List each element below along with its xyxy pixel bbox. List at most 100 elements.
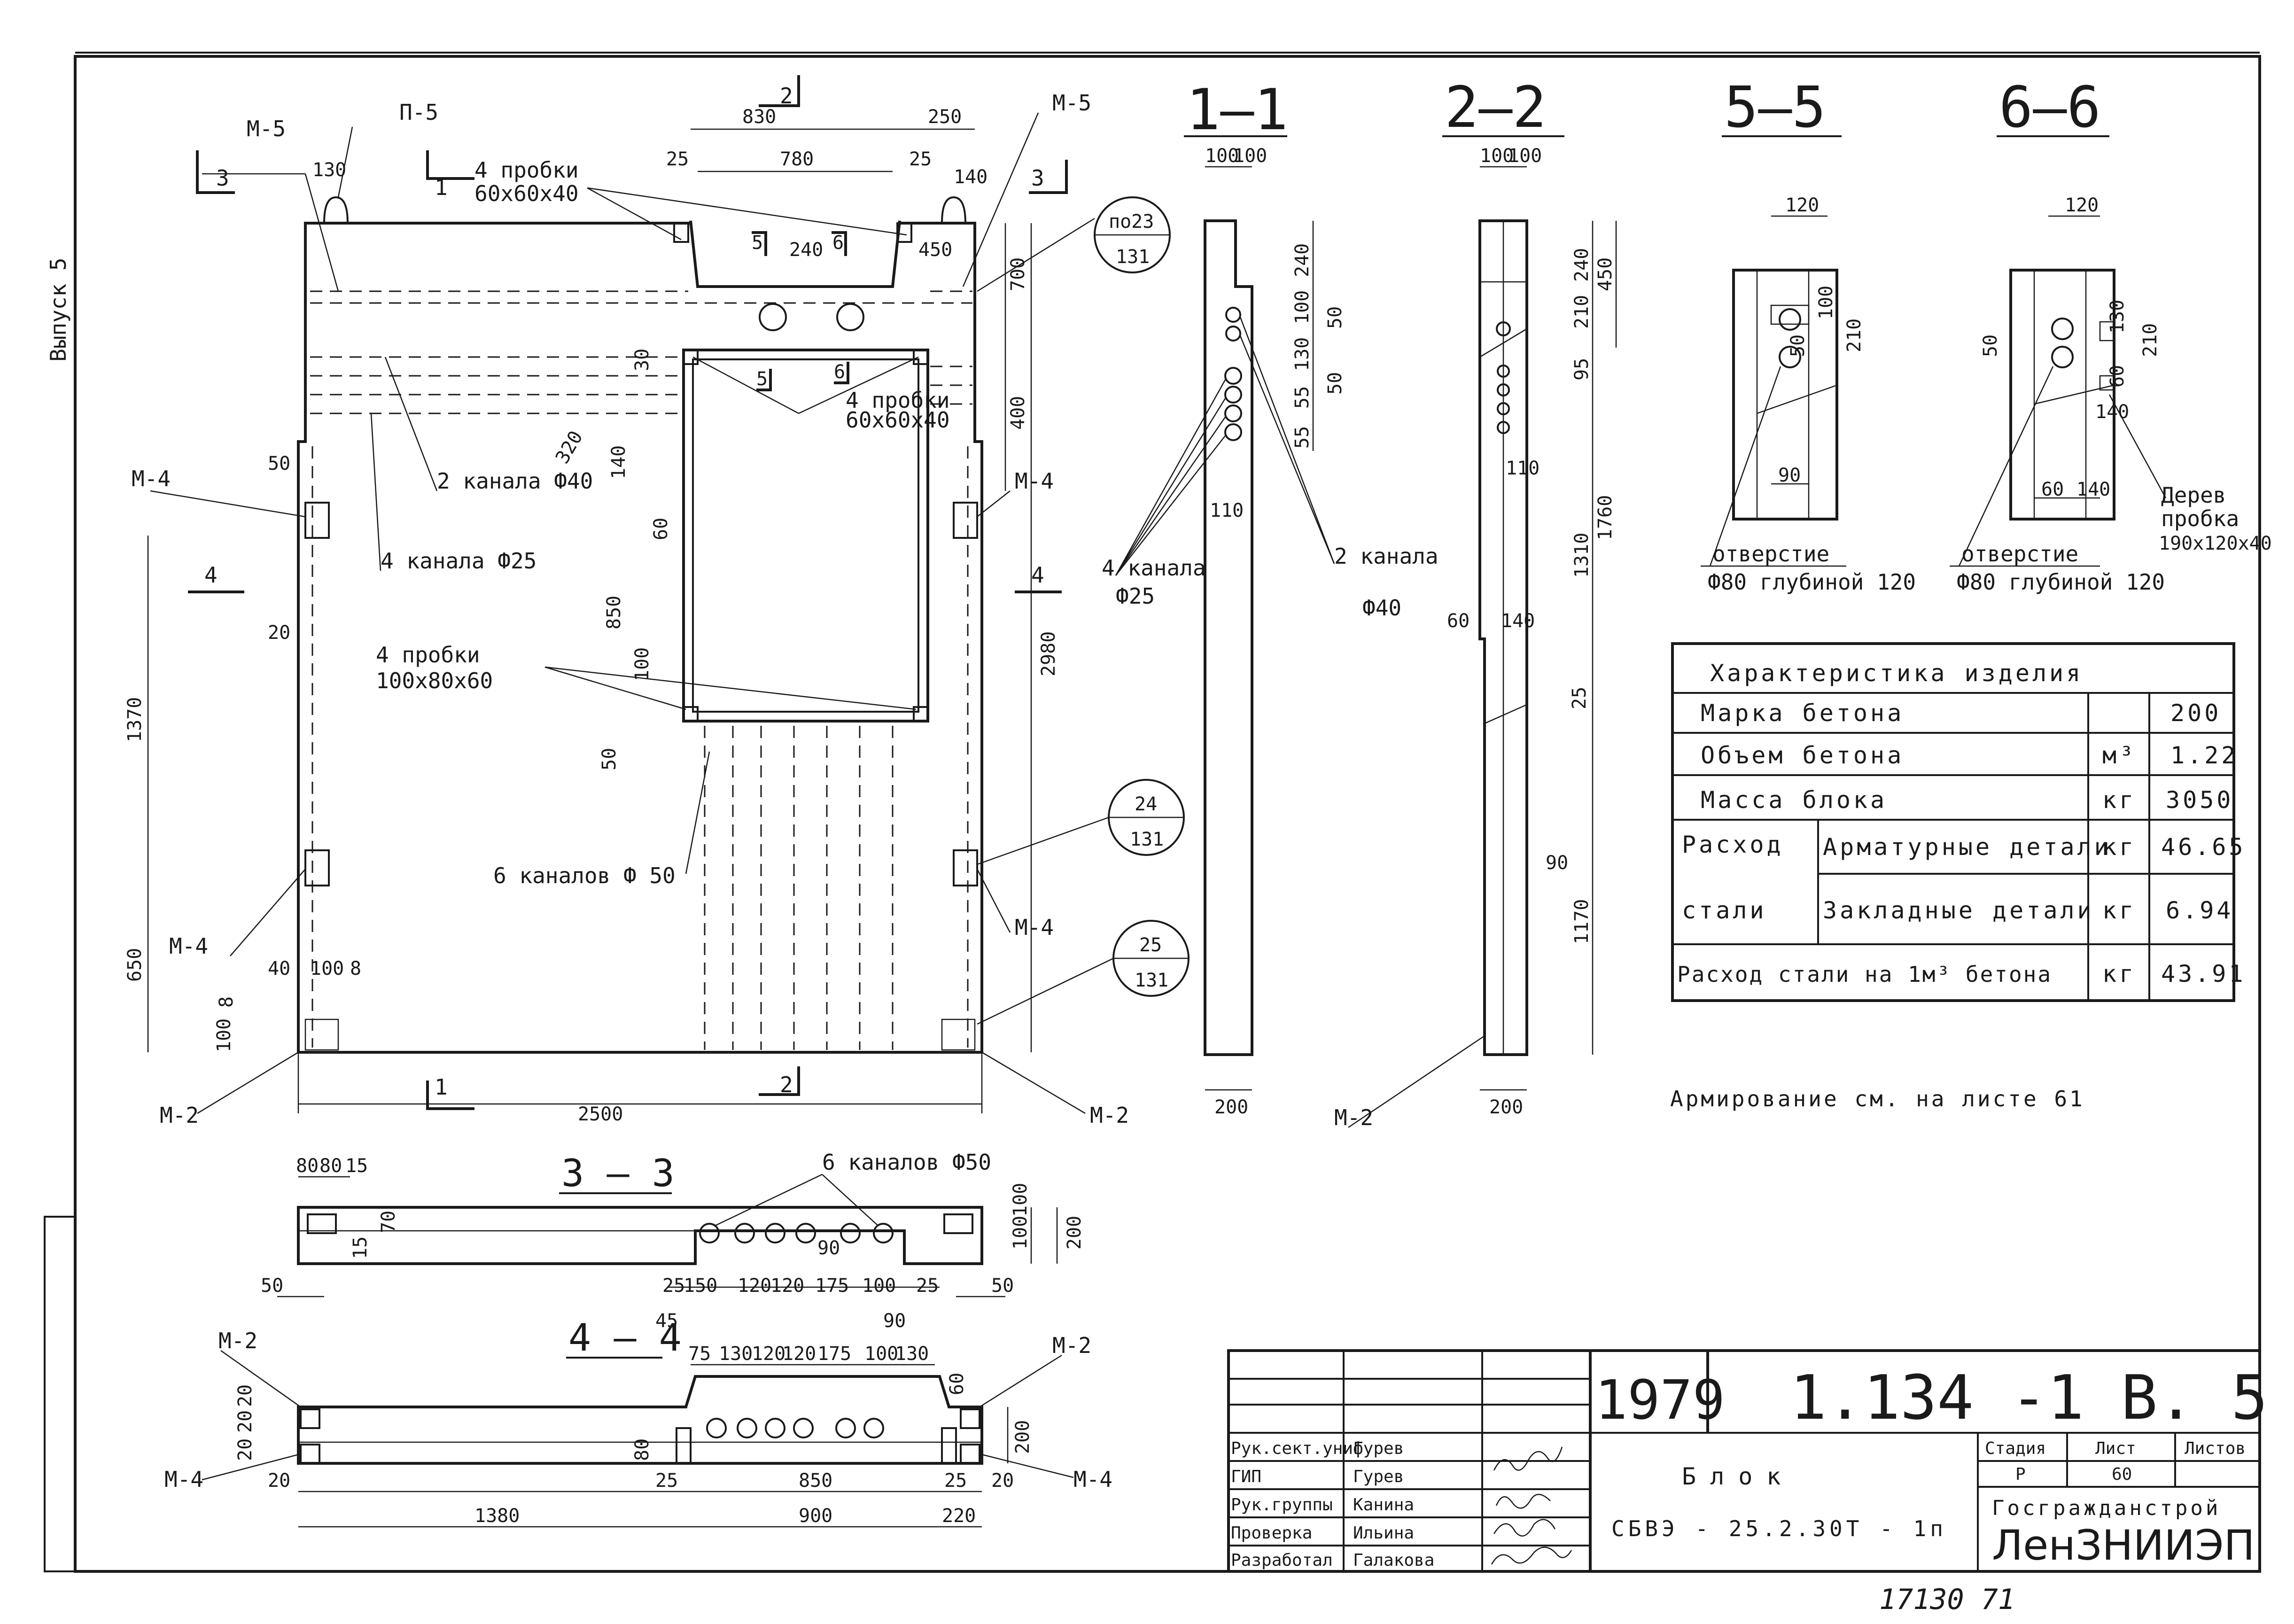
- char-steel1-value: 6.94: [2166, 897, 2233, 924]
- label-plugs-low-size: 100х80х60: [376, 668, 493, 693]
- label-plugs-low: 4 пробки: [376, 642, 480, 668]
- elev-dim-8a: 8: [350, 958, 361, 979]
- characteristics-table: Характеристика изделия Марка бетона 200 …: [1671, 642, 2246, 1002]
- p33-dim-50b: 50: [991, 1275, 1014, 1297]
- s22-dim-25: 25: [1569, 687, 1590, 709]
- elev-dim-650: 650: [124, 948, 146, 982]
- p33-dim-50a: 50: [261, 1275, 283, 1297]
- label-m2-right: М-2: [1090, 1103, 1129, 1128]
- elev-dim-100: 100: [213, 1018, 235, 1052]
- s22-dim-95: 95: [1571, 358, 1593, 381]
- label-ch-40: 2 канала Ф40: [437, 468, 593, 494]
- elev-dim-2500: 2500: [578, 1103, 623, 1125]
- s66-plug1: Дерев: [2161, 482, 2226, 508]
- p33-dim-120b: 120: [770, 1275, 804, 1297]
- p33-dim-100a: 100: [862, 1275, 896, 1297]
- p33-dim-80a: 80: [296, 1155, 319, 1177]
- stamp-name-2: Канина: [1353, 1495, 1414, 1515]
- s66-plug3: 190х120х40: [2159, 533, 2272, 554]
- p44-dim-20b: 20: [991, 1470, 1014, 1492]
- stamp-role-2: Рук.группы: [1231, 1495, 1333, 1515]
- signature-4: [1491, 1546, 1572, 1565]
- stamp-role-1: ГИП: [1231, 1467, 1261, 1486]
- section-1-1: 1—1 100 100 240 100 130 55 55 110 50 50 …: [1102, 78, 1439, 1118]
- s66-dim-140b: 140: [2076, 479, 2110, 500]
- s11-label-25b: Ф25: [1116, 583, 1155, 609]
- p33-dim-70: 70: [378, 1211, 399, 1233]
- s66-note1: отверстие: [1961, 541, 2078, 567]
- p33-dim-200: 200: [1064, 1216, 1085, 1250]
- label-ch-50: 6 каналов Ф 50: [493, 863, 676, 888]
- callout-2-top: 24: [1135, 793, 1157, 815]
- p44-label-m2-left: М-2: [218, 1328, 257, 1353]
- cut-6-top: 6: [832, 232, 844, 254]
- label-plugs-mid-size: 60х60х40: [846, 407, 950, 433]
- p33-dim-15b: 15: [350, 1236, 371, 1259]
- s55-note1: отверстие: [1712, 541, 1829, 567]
- s22-dim-90: 90: [1546, 852, 1568, 874]
- elev-dim-240: 240: [789, 239, 823, 261]
- signature-3: [1493, 1519, 1556, 1537]
- cut-3-right: 3: [1031, 165, 1044, 191]
- elev-dim-100b: 100: [631, 647, 653, 681]
- s55-dim-210: 210: [1843, 319, 1865, 352]
- s11-dim-240: 240: [1291, 243, 1313, 277]
- stamp-block-title: Блок: [1682, 1463, 1795, 1490]
- stamp-org1: Госгражданстрой: [1992, 1496, 2221, 1520]
- elev-dim-25a: 25: [666, 148, 689, 170]
- char-row0-label: Марка бетона: [1701, 699, 1904, 727]
- callout-1-top: по23: [1109, 211, 1154, 233]
- stamp-code: 1.134 -1 В. 5: [1790, 1362, 2268, 1433]
- s11-label-25: 4 канала: [1102, 555, 1206, 581]
- p44-label-m2-right: М-2: [1052, 1333, 1091, 1358]
- signature-2: [1495, 1494, 1551, 1509]
- s55-dim-120: 120: [1785, 194, 1819, 216]
- p33-dim-150: 150: [684, 1275, 717, 1297]
- s22-dim-100a: 100: [1480, 145, 1514, 167]
- char-steel1-label: Закладные детали: [1823, 897, 2094, 924]
- char-perm3-value: 43.91: [2161, 960, 2246, 987]
- s22-dim-1760: 1760: [1594, 495, 1616, 540]
- p33-label: 6 каналов Ф50: [822, 1150, 991, 1175]
- p44-dim-200: 200: [1012, 1420, 1034, 1454]
- char-steel0-label: Арматурные детали: [1823, 833, 2111, 861]
- s22-dim-110: 110: [1506, 458, 1540, 479]
- label-m4-d: М-4: [1015, 915, 1054, 940]
- stamp-sheets-h: Листов: [2185, 1439, 2246, 1458]
- s66-dim-60: 60: [2107, 365, 2128, 388]
- p44-dim-120b: 120: [782, 1343, 816, 1365]
- cut-4-left: 4: [204, 562, 218, 588]
- p44-dim-120a: 120: [752, 1343, 785, 1365]
- p33-dim-80b: 80: [319, 1155, 342, 1177]
- cut-5-top: 5: [752, 232, 763, 254]
- elev-dim-320: 320: [552, 427, 587, 467]
- elev-dim-780: 780: [780, 148, 814, 170]
- stamp-role-4: Разработал: [1231, 1551, 1333, 1570]
- s66-dim-140: 140: [2095, 401, 2129, 423]
- s11-label-40b: Ф40: [1362, 595, 1401, 621]
- char-steel-label2: стали: [1682, 897, 1767, 924]
- label-m4-c: М-4: [169, 933, 208, 959]
- section-6-6-title: 6—6: [1999, 75, 2101, 140]
- s22-dim-60: 60: [1447, 610, 1470, 632]
- elev-dim-100a: 100: [310, 958, 344, 979]
- char-steel-label1: Расход: [1682, 831, 1784, 858]
- stamp-stage-v: Р: [2015, 1465, 2026, 1484]
- s22-dim-450: 450: [1594, 257, 1616, 291]
- s22-dim-210: 210: [1571, 295, 1593, 329]
- p33-dim-25a: 25: [662, 1275, 685, 1297]
- s22-label-m2: М-2: [1334, 1105, 1373, 1130]
- label-ch-25: 4 канала Ф25: [381, 548, 537, 574]
- p44-dim-100: 100: [864, 1343, 898, 1365]
- plan-3-3: 3 — 3 80 80 15 70 15 50 25 45 150 120 12…: [261, 1150, 1085, 1332]
- p44-label-m4-right: М-4: [1073, 1467, 1112, 1492]
- plan-4-4: 4 — 4 75 130 120 120 175 100 130 20 25 8…: [164, 1316, 1112, 1528]
- s22-dim-1170: 1170: [1571, 899, 1593, 944]
- label-plugs-top-size: 60х60х40: [474, 181, 579, 206]
- footer-number: 17130 71: [1879, 1583, 2015, 1616]
- label-m4-b: М-4: [1015, 468, 1054, 494]
- section-5-5-title: 5—5: [1724, 75, 1826, 140]
- p44-dim-25a: 25: [655, 1470, 678, 1492]
- s11-dim-100c: 100: [1291, 290, 1313, 324]
- stamp-year: 1979: [1595, 1369, 1725, 1432]
